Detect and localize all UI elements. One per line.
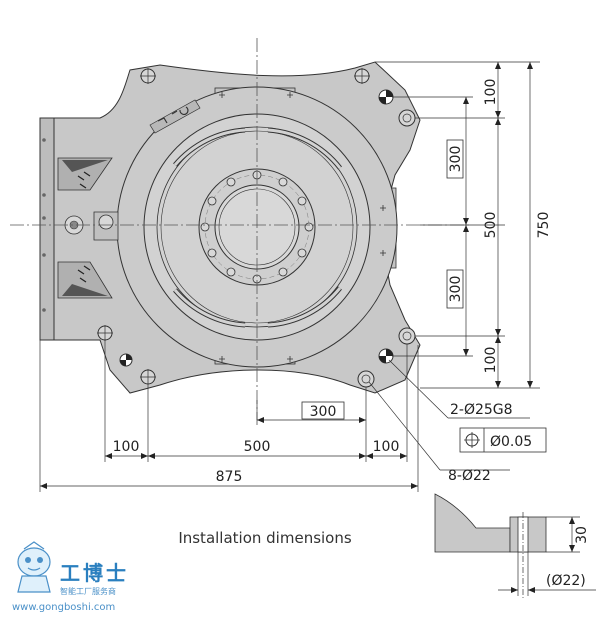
position-tolerance-frame: Ø0.05	[459, 427, 547, 453]
left-flange	[39, 117, 55, 341]
lower-left-slot-inner	[173, 289, 246, 327]
warning-label-icon-lower	[57, 261, 113, 299]
hole-section-detail: 30 (Ø22)	[434, 493, 596, 600]
bottom-dimension-labels: 300 100 500 100 875	[113, 401, 400, 485]
warning-label-icon	[57, 157, 113, 191]
boxed-300-upper-frame	[446, 139, 464, 179]
upper-left-slot-inner	[173, 128, 246, 166]
mounting-hole-bottom-left	[140, 369, 156, 385]
dim-300-upper: 300	[448, 146, 464, 173]
dim-right-top-100: 100	[483, 79, 499, 106]
mounting-hole-right-upper	[398, 109, 416, 127]
hub-bolt-holes	[200, 170, 314, 284]
dim-300-bottom: 300	[310, 404, 337, 420]
pin-hole-lower	[378, 348, 394, 364]
logo-url: www.gongboshi.com	[12, 602, 115, 613]
position-tolerance-value: Ø0.05	[490, 434, 532, 450]
logo-name: 工博士	[60, 561, 129, 585]
dim-bottom-left-100: 100	[113, 439, 140, 455]
mounting-hole-right-lower	[398, 327, 416, 345]
gongboshi-logo: 工博士 智能工厂服务商 www.gongboshi.com	[12, 541, 129, 613]
callout-leaders	[368, 359, 530, 471]
center-lines	[10, 38, 470, 420]
dim-right-bottom-100: 100	[483, 347, 499, 374]
pin-hole-upper	[378, 89, 394, 105]
lower-right-slot-inner	[267, 287, 342, 327]
flange-screws	[42, 138, 46, 312]
upper-right-slot-inner	[267, 128, 342, 169]
pin-hole-spec: 2-Ø25G8	[450, 402, 513, 418]
pin-hole-left	[119, 353, 133, 367]
position-tolerance-icon	[464, 432, 480, 448]
mounting-hole-left-lower	[97, 325, 113, 341]
bottom-dimensions	[39, 340, 419, 492]
mounting-hole-icon	[97, 68, 416, 388]
detail-hole-22: (Ø22)	[546, 573, 586, 589]
dim-right-500: 500	[483, 212, 499, 239]
dim-bottom-right-100: 100	[373, 439, 400, 455]
boxed-300-lower-frame	[446, 269, 464, 309]
drawing-caption: Installation dimensions	[178, 529, 352, 547]
dim-750: 750	[536, 212, 552, 239]
dim-300-lower: 300	[448, 276, 464, 303]
right-dimensions	[375, 61, 540, 389]
right-dimension-labels: 750 100 500 100 300 300	[446, 79, 552, 374]
cross-marks	[219, 92, 386, 362]
robot-mascot-icon	[17, 541, 51, 593]
detail-section-body	[434, 493, 511, 553]
callout-labels: 2-Ø25G8 Ø0.05 8-Ø22	[448, 402, 547, 484]
detail-height-30: 30	[574, 526, 590, 544]
cable-connector	[64, 211, 119, 241]
mounting-hole-top-right	[354, 68, 370, 84]
mounting-hole-top-left	[140, 68, 156, 84]
bolt-hole-spec: 8-Ø22	[448, 468, 491, 484]
mounting-hole-bottom-right	[357, 370, 375, 388]
boxed-300-bottom-frame	[301, 401, 345, 420]
dim-bottom-500: 500	[244, 439, 271, 455]
logo-subtitle: 智能工厂服务商	[60, 586, 116, 596]
dim-875: 875	[216, 469, 243, 485]
robot-base-body	[39, 61, 421, 394]
brand-emblem-icon	[149, 99, 201, 134]
